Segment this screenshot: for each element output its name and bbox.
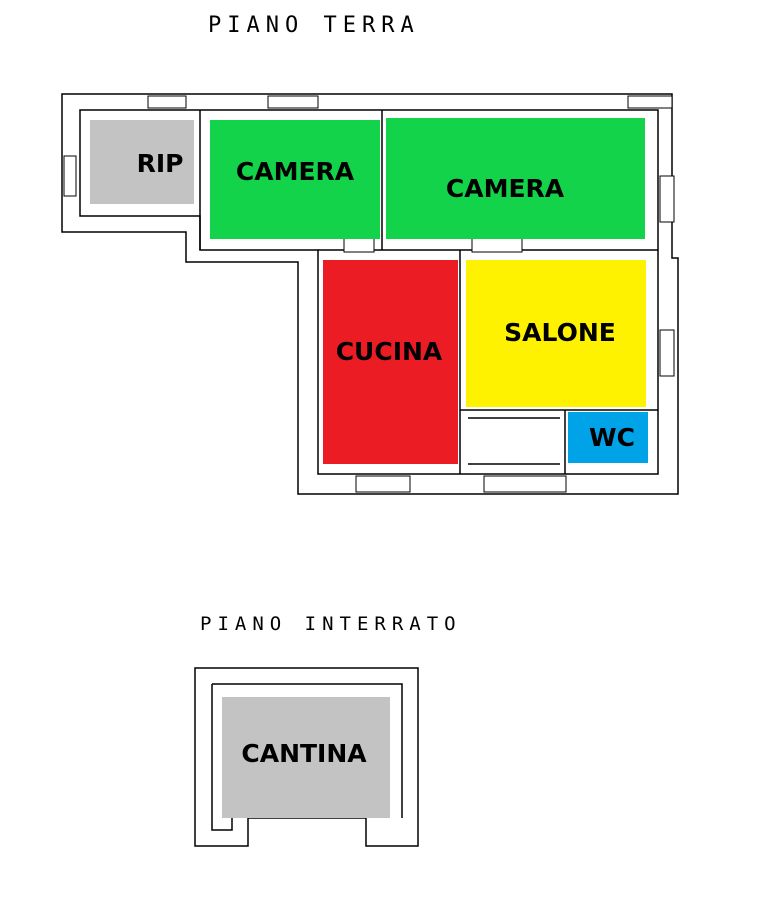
basement-title: PIANO INTERRATO [200, 613, 462, 635]
room-wc: WC [568, 412, 648, 463]
room-cantina-fill [222, 697, 390, 818]
room-cucina-fill [323, 260, 458, 464]
room-salone-fill [466, 260, 646, 407]
room-cucina-label: CUCINA [336, 337, 443, 366]
room-wc-fill [568, 412, 648, 463]
room-camera-1-label: CAMERA [236, 157, 355, 186]
room-camera-2: CAMERA [386, 118, 645, 239]
room-camera-2-label: CAMERA [446, 174, 565, 203]
room-cantina-label: CANTINA [241, 739, 367, 768]
room-rip: RIP [90, 120, 194, 204]
room-cucina: CUCINA [323, 260, 458, 464]
room-salone-label: SALONE [504, 318, 616, 347]
room-camera-2-fill [386, 118, 645, 239]
ground-floor-title: PIANO TERRA [208, 13, 420, 38]
room-salone: SALONE [466, 260, 646, 407]
room-camera-1: CAMERA [210, 120, 380, 239]
room-cantina: CANTINA [222, 697, 390, 818]
room-rip-label: RIP [137, 149, 184, 178]
room-wc-label: WC [589, 423, 635, 452]
room-camera-1-fill [210, 120, 380, 239]
room-rip-fill [90, 120, 194, 204]
